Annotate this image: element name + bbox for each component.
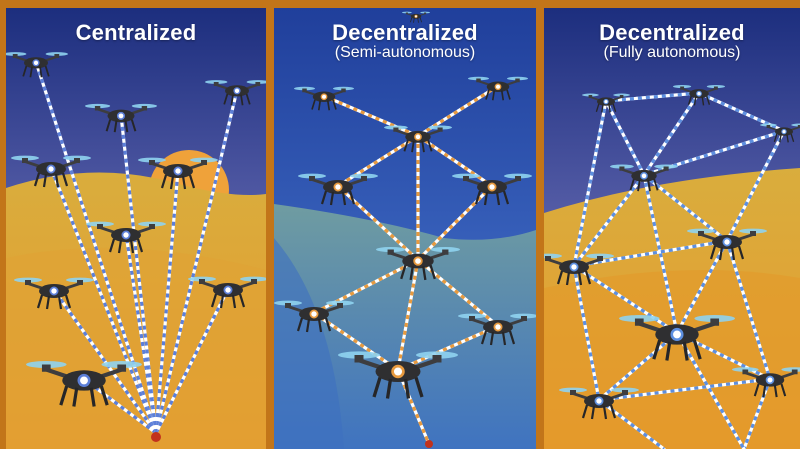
panel-fully-title: Decentralized [544,20,800,46]
fully-autonomous-illustration [544,8,800,449]
centralized-illustration [6,8,266,449]
panel-semi-title: Decentralized [274,20,536,46]
panel-semi-subtitle: (Semi-autonomous) [274,44,536,62]
panel-fully-autonomous: Decentralized (Fully autonomous) [544,8,800,449]
panel-fully-subtitle: (Fully autonomous) [544,44,800,62]
panel-semi-autonomous: Decentralized (Semi-autonomous) [274,8,536,449]
panel-centralized-title: Centralized [6,20,266,46]
panel-centralized: Centralized [6,8,266,449]
semi-autonomous-illustration [274,8,536,449]
ground-station-icon [425,440,433,448]
ground-station-icon [151,432,161,442]
